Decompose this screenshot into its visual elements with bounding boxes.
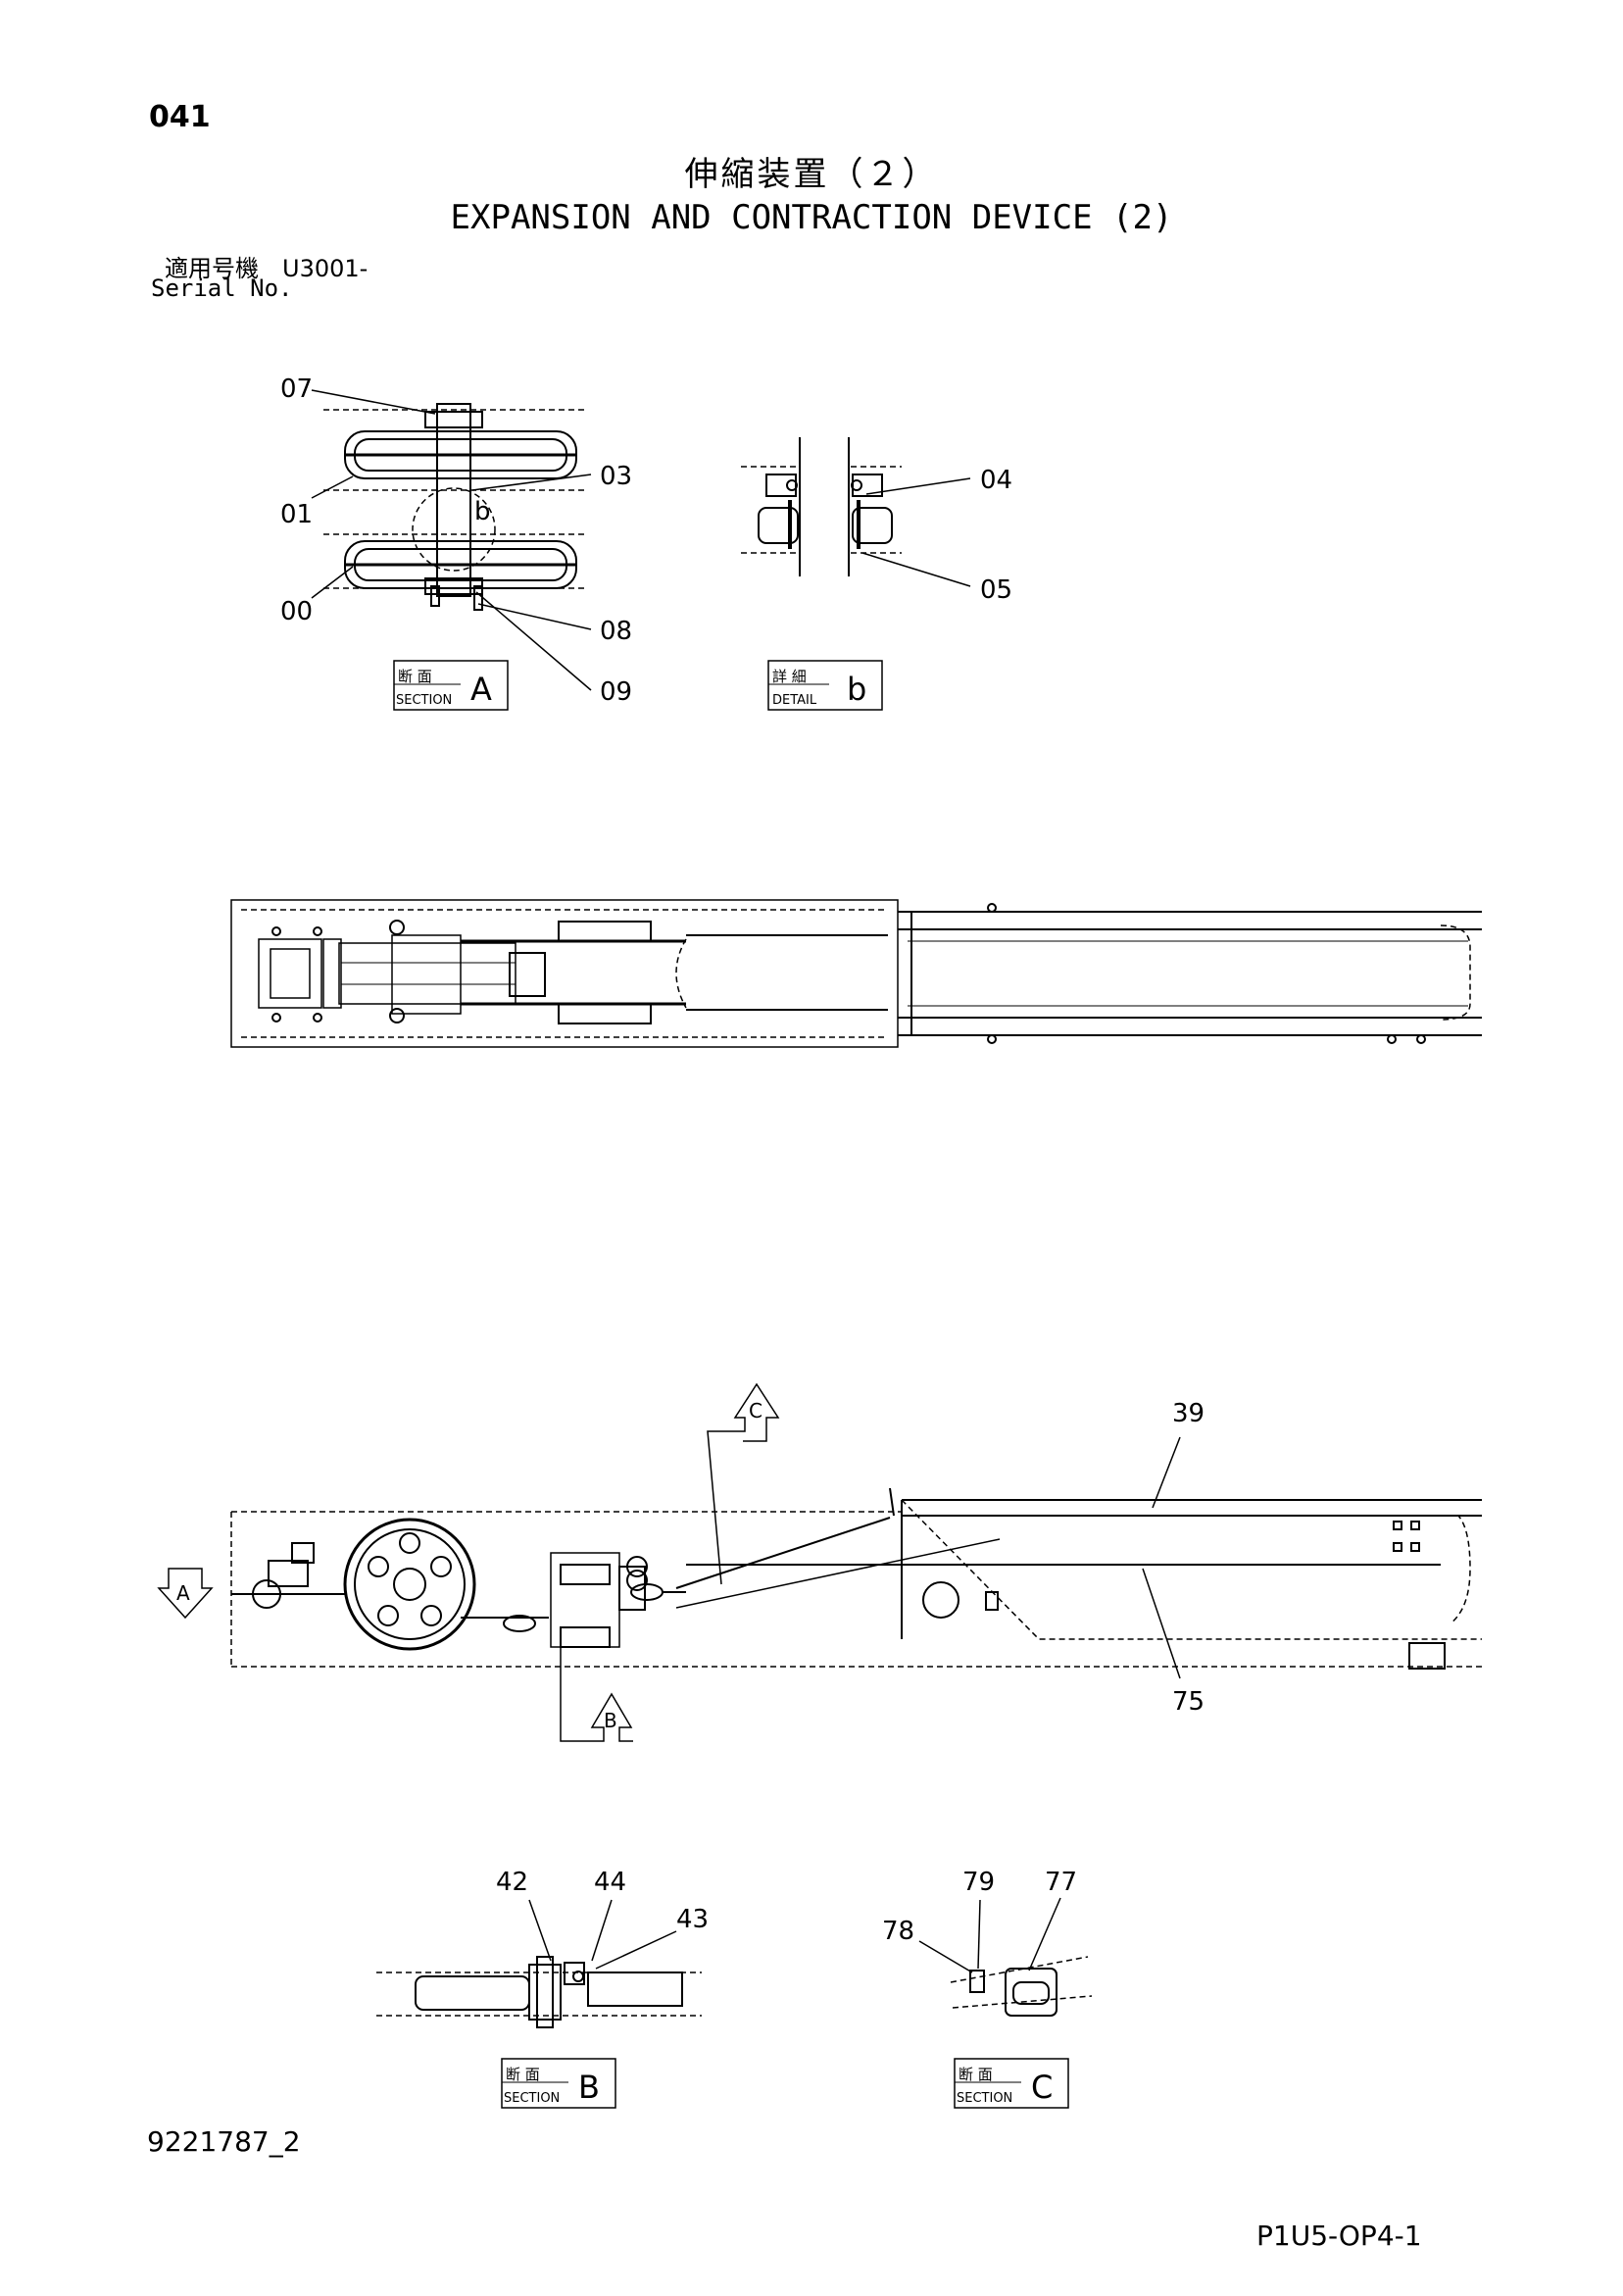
serial-label-english: Serial No.	[151, 275, 293, 302]
callout-75: 75	[1172, 1687, 1205, 1717]
section-a-view	[323, 403, 588, 611]
section-b-label-en: SECTION	[504, 2091, 560, 2106]
callout-03: 03	[600, 462, 632, 491]
section-c-letter: C	[1031, 2069, 1053, 2106]
callout-78: 78	[882, 1917, 914, 1946]
view-arrow-a: A	[157, 1568, 214, 1620]
section-c-label: 断 面 SECTION C	[954, 2058, 1069, 2109]
section-b-label-jp: 断 面	[506, 2066, 540, 2083]
view-arrow-b: B	[560, 1647, 633, 1742]
callout-08: 08	[600, 617, 632, 646]
boom-side-view	[230, 1487, 1482, 1670]
callout-09: 09	[600, 677, 632, 707]
callout-39: 39	[1172, 1399, 1205, 1428]
detail-b-leaders	[861, 477, 971, 587]
detail-b-view	[741, 437, 902, 576]
section-a-letter: A	[470, 671, 492, 708]
callout-79: 79	[962, 1868, 995, 1897]
section-c-label-jp: 断 面	[959, 2066, 993, 2083]
callout-07: 07	[280, 374, 313, 404]
section-a-label: 断 面 SECTION A	[393, 660, 509, 711]
section-a-label-en: SECTION	[396, 693, 452, 708]
page-title-english: EXPANSION AND CONTRACTION DEVICE (2)	[450, 198, 1173, 237]
document-number: 9221787_2	[147, 2125, 301, 2158]
page-title-japanese: 伸縮装置（２）	[684, 155, 939, 194]
detail-b-label-en: DETAIL	[772, 693, 817, 708]
view-arrow-b-letter: B	[604, 1709, 617, 1732]
callout-00: 00	[280, 597, 313, 626]
callout-44: 44	[594, 1868, 626, 1897]
callout-77: 77	[1045, 1868, 1077, 1897]
section-a-label-jp: 断 面	[398, 668, 432, 685]
section-b-label: 断 面 SECTION B	[501, 2058, 616, 2109]
callout-42: 42	[496, 1868, 528, 1897]
callout-01: 01	[280, 500, 313, 529]
section-b-letter: B	[578, 2069, 600, 2106]
view-arrow-c: C	[707, 1382, 780, 1585]
page-number: 041	[149, 100, 211, 134]
serial-label-japanese: 適用号機 U3001-	[165, 255, 369, 282]
callout-05: 05	[980, 575, 1012, 605]
section-b-leaders	[528, 1899, 677, 1970]
section-c-leaders	[918, 1897, 1061, 1973]
view-arrow-a-letter: A	[176, 1581, 190, 1605]
section-a-leaders	[311, 389, 592, 691]
callout-04: 04	[980, 466, 1012, 495]
detail-b-label-jp: 詳 細	[772, 668, 807, 685]
callout-b: b	[474, 497, 491, 526]
section-c-view	[950, 1956, 1093, 2017]
view-arrow-c-letter: C	[749, 1399, 762, 1423]
detail-b-letter: b	[847, 671, 866, 708]
side-view-leaders	[1142, 1436, 1181, 1679]
boom-plan-view	[230, 899, 1482, 1048]
callout-43: 43	[676, 1905, 709, 1934]
page-code: P1U5-OP4-1	[1256, 2220, 1422, 2252]
section-c-label-en: SECTION	[957, 2091, 1012, 2106]
detail-b-label: 詳 細 DETAIL b	[767, 660, 883, 711]
section-b-view	[376, 1956, 702, 2028]
